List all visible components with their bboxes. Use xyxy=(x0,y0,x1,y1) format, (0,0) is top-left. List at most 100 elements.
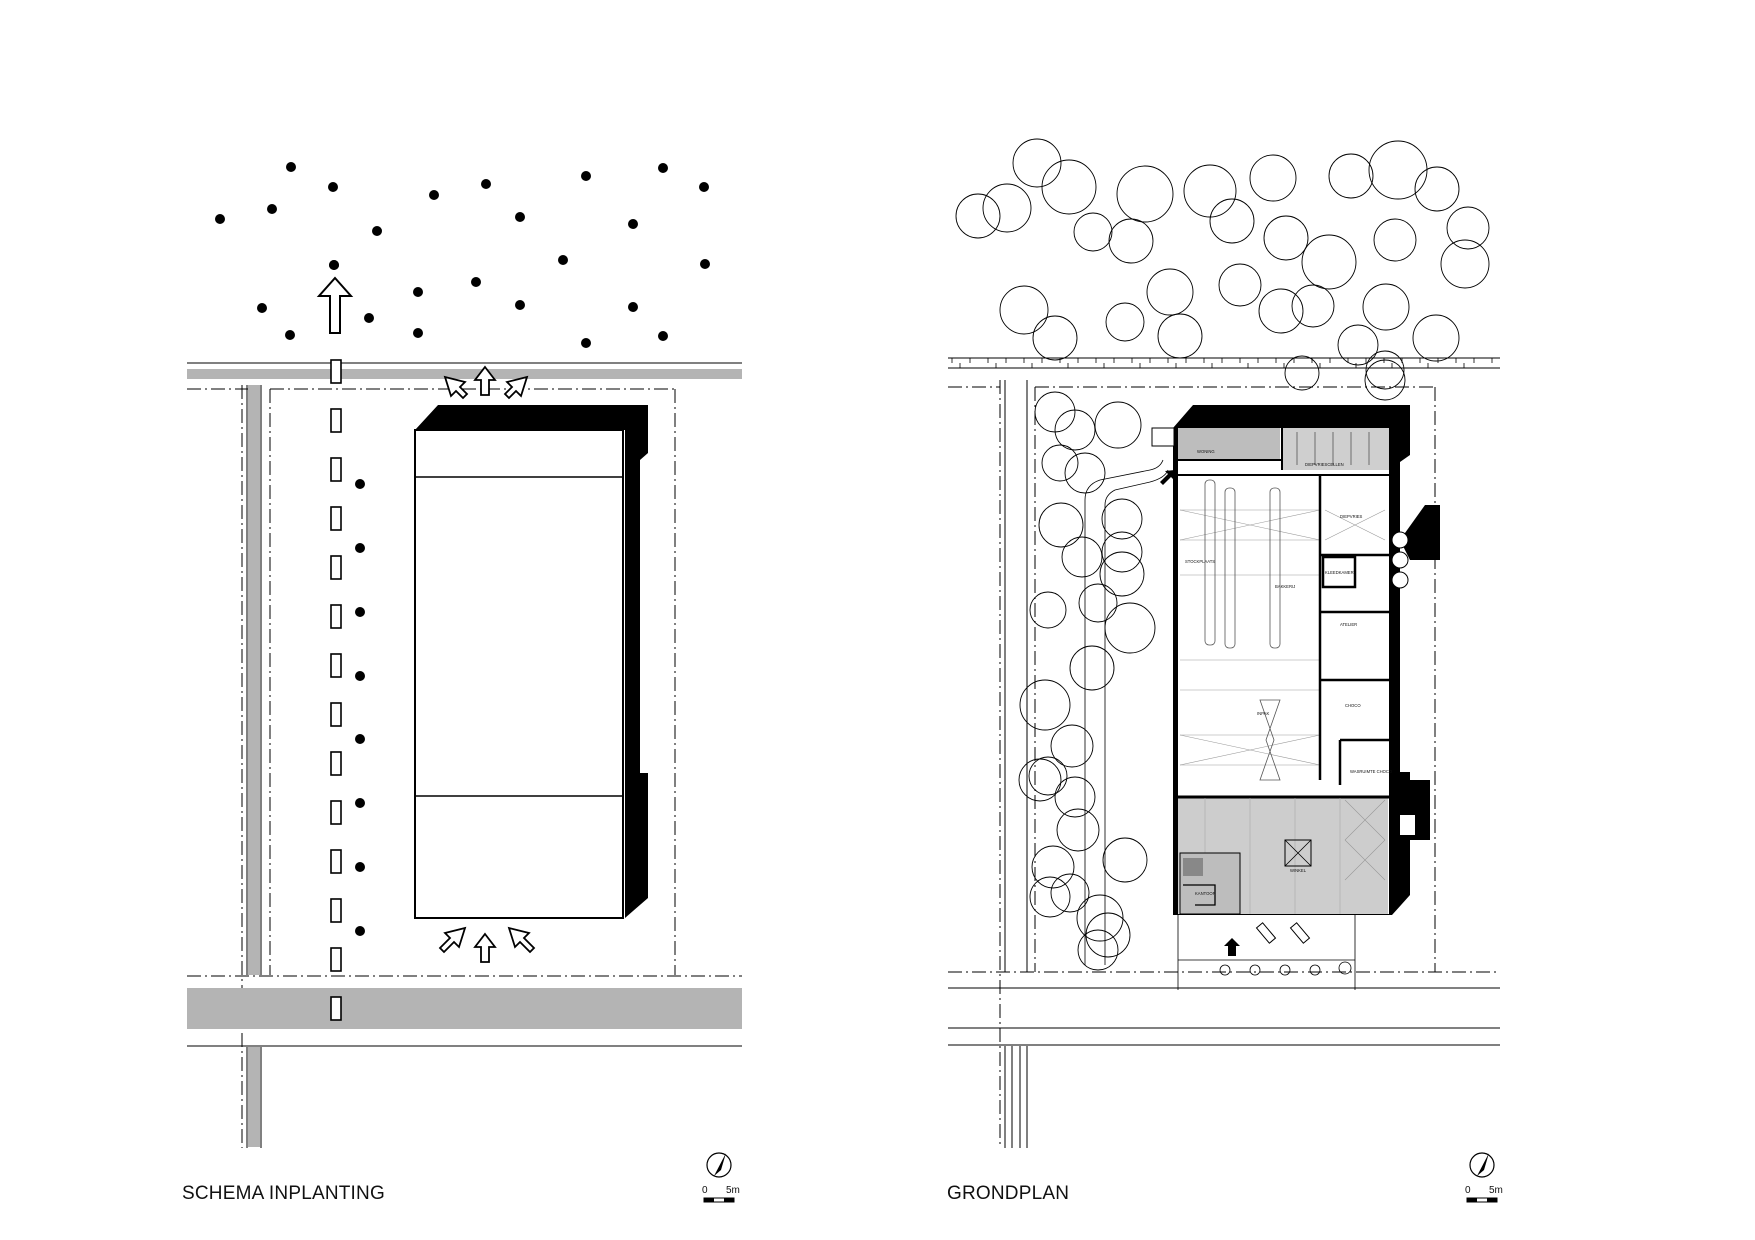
tree-canopy-circle xyxy=(1050,724,1094,768)
tree-dot xyxy=(429,190,439,200)
tree-dot xyxy=(215,214,225,224)
west-road xyxy=(1004,380,1028,1148)
room-label-diepvries: DIEPVRIES xyxy=(1340,514,1363,519)
tree-canopy-circle xyxy=(1041,444,1079,482)
scale-bar: 0 5m xyxy=(702,1152,740,1203)
silo-icon xyxy=(1391,551,1409,569)
north-arrow-icon xyxy=(714,1153,726,1176)
tree-canopy-circle xyxy=(1108,218,1154,264)
tree-dot xyxy=(328,182,338,192)
tree-canopy-circle xyxy=(1029,876,1071,918)
room-label-wasruimte-choco: WASRUIMTE CHOCO xyxy=(1350,769,1393,774)
tree-canopy-circle xyxy=(1146,268,1194,316)
path-segment xyxy=(330,800,342,825)
building-volume xyxy=(414,405,648,919)
tree-dot xyxy=(355,926,365,936)
tree-canopy-circle xyxy=(1032,315,1078,361)
tree-canopy-circle xyxy=(1012,138,1062,188)
north-access-arrows xyxy=(443,365,529,400)
tree-canopy-circle xyxy=(1078,583,1118,623)
tree-canopy-circle xyxy=(1099,551,1145,597)
tree-canopy-circle xyxy=(999,285,1049,335)
panel-title: SCHEMA INPLANTING xyxy=(182,1183,385,1204)
arrow-up-left-icon xyxy=(443,375,469,400)
tree-canopy-circle xyxy=(1054,409,1096,451)
tree-dot xyxy=(558,255,568,265)
tree-row-dots xyxy=(355,479,365,936)
room-label-diepvriescellen: DIEPVRIESCELLEN xyxy=(1305,462,1344,467)
tree-canopy-circle xyxy=(1362,283,1410,331)
scale-bar: 0 5m xyxy=(1465,1152,1503,1203)
tree-canopy-circle xyxy=(1412,314,1460,362)
tree-canopy-garden xyxy=(1018,391,1156,971)
tree-canopy-circle xyxy=(1440,239,1490,289)
garden-path xyxy=(1084,459,1169,965)
tree-canopy-circle xyxy=(1094,401,1142,449)
tree-dot xyxy=(581,171,591,181)
building-floorplan: WONING DIEPVRIESCELLEN STOCKPLAATS DIEPV… xyxy=(1151,405,1440,990)
tree-dot xyxy=(355,798,365,808)
room-label-inpak: INPAK xyxy=(1257,711,1269,716)
tree-dot xyxy=(355,607,365,617)
main-direction-arrow-icon xyxy=(316,276,354,334)
scale-zero-label: 0 xyxy=(702,1185,708,1196)
tree-canopy-circle xyxy=(1263,215,1309,261)
tree-canopy-circle xyxy=(1157,313,1203,359)
tree-canopy-circle xyxy=(1050,873,1090,913)
path-segment xyxy=(330,898,342,923)
north-road-edge xyxy=(948,357,1500,369)
tree-canopy-circle xyxy=(1301,234,1357,290)
path-segment xyxy=(330,506,342,531)
path-segment xyxy=(330,457,342,482)
tree-canopy-circle xyxy=(1414,166,1460,212)
arrow-up-left-icon xyxy=(507,926,536,954)
silo-icon xyxy=(1391,571,1409,589)
tree-dot xyxy=(286,162,296,172)
south-road xyxy=(187,975,742,1047)
tree-canopy-circle xyxy=(1284,355,1320,391)
grondplan-panel: WONING DIEPVRIESCELLEN STOCKPLAATS DIEPV… xyxy=(947,138,1503,1204)
path-segment xyxy=(330,996,342,1021)
north-road xyxy=(187,362,742,379)
tree-canopy-circle xyxy=(1368,140,1428,200)
scale-distance-label: 5m xyxy=(1489,1185,1503,1196)
room-label-atelier: ATELIER xyxy=(1340,622,1357,627)
path-segment xyxy=(330,604,342,629)
tree-canopy-circle xyxy=(1183,164,1237,218)
tree-dot xyxy=(628,219,638,229)
tree-canopy-circle xyxy=(1209,198,1255,244)
arrow-up-icon xyxy=(473,365,497,396)
tree-canopy-north xyxy=(955,138,1490,401)
tree-canopy-circle xyxy=(1028,756,1068,796)
access-path xyxy=(330,359,342,1021)
tree-dot xyxy=(481,179,491,189)
tree-canopy-circle xyxy=(1258,288,1304,334)
tree-dot xyxy=(658,163,668,173)
south-access-arrows xyxy=(438,926,536,963)
tree-dot xyxy=(515,300,525,310)
tree-dot xyxy=(581,338,591,348)
room-label-kleedkamer: KLEEDKAMER xyxy=(1325,570,1354,575)
room-label-kantoor: KANTOOR xyxy=(1195,891,1216,896)
tree-canopy-circle xyxy=(1116,165,1174,223)
north-arrow-icon xyxy=(1477,1153,1489,1176)
south-road xyxy=(948,987,1500,1046)
tree-canopy-circle xyxy=(1061,536,1103,578)
tree-canopy-circle xyxy=(1038,502,1084,548)
schema-inplanting-panel: SCHEMA INPLANTING 0 5m xyxy=(182,162,742,1204)
tree-canopy-circle xyxy=(1101,531,1143,573)
plot-boundary xyxy=(948,380,1500,1148)
scale-distance-label: 5m xyxy=(726,1185,740,1196)
tree-dot xyxy=(515,212,525,222)
path-segment xyxy=(330,751,342,776)
tree-dot xyxy=(413,328,423,338)
tree-canopy-circle xyxy=(1218,263,1262,307)
path-segment xyxy=(330,555,342,580)
tree-canopy-circle xyxy=(1019,679,1071,731)
tree-dot xyxy=(413,287,423,297)
west-road xyxy=(241,385,262,1148)
tree-canopy-circle xyxy=(1365,350,1405,390)
tree-canopy-circle xyxy=(1104,602,1156,654)
tree-canopy-circle xyxy=(1373,218,1417,262)
tree-dot-field xyxy=(215,162,710,348)
